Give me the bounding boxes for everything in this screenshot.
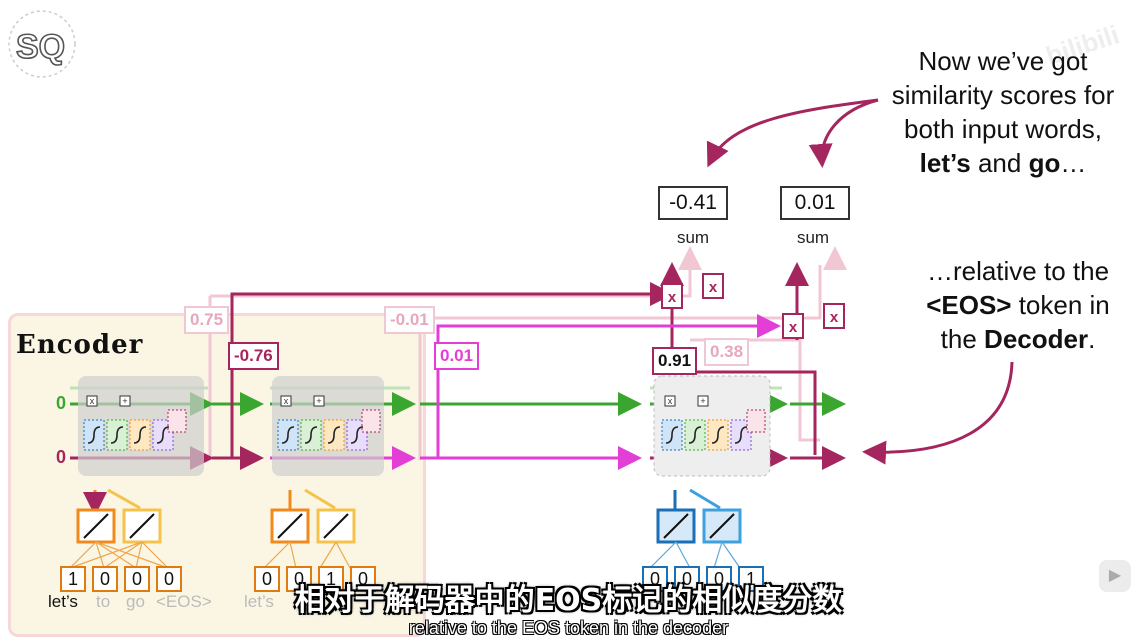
embedding-decoder — [649, 488, 742, 569]
token-label: to — [96, 592, 111, 611]
annotation-text: token in — [1011, 290, 1110, 320]
encoder-title: Encoder — [16, 330, 144, 360]
onehot-cell: 0 — [254, 566, 280, 592]
score-box: 0.91 — [652, 347, 698, 375]
annotation-line: similarity scores for — [891, 80, 1115, 110]
multiply-symbol: x — [709, 279, 718, 296]
onehot-cell: 1 — [738, 566, 764, 592]
onehot-cell: 0 — [642, 566, 668, 592]
onehot-cell: 0 — [350, 566, 376, 592]
sum-box-lets: -0.41 — [658, 186, 728, 220]
gate-multiply: x — [284, 396, 289, 406]
onehot-cell: 0 — [706, 566, 732, 592]
annotation-line: let’s and go… — [873, 146, 1133, 180]
cell-state-initial: 0 — [56, 393, 67, 413]
embedding-enc2 — [263, 488, 356, 569]
gate-symbols: x + x + x + — [90, 396, 706, 406]
lstm-unit-decoder — [653, 375, 771, 477]
gate-plus: + — [122, 396, 127, 406]
hidden-state-initial: 0 — [56, 447, 67, 467]
score-box: -0.76 — [228, 342, 279, 370]
lstm-unit-1 — [78, 376, 204, 476]
annotation-top: Now we’ve got similarity scores for both… — [873, 44, 1133, 180]
logo-icon: SQ — [8, 10, 76, 78]
onehot-cell: 0 — [92, 566, 118, 592]
annotation-line: <EOS> token in — [903, 288, 1133, 322]
activation-glyphs — [87, 426, 748, 444]
annotation-bold: go — [1028, 148, 1061, 178]
annotation-bold: let’s — [919, 148, 971, 178]
token-label: <EOS> — [156, 592, 212, 611]
subtitle-chinese: 相对于解码器中的EOS标记的相似度分数 — [294, 583, 843, 618]
gate-multiply: x — [668, 396, 673, 406]
score-box: 0.75 — [184, 306, 230, 334]
token-label: let’s — [48, 592, 78, 611]
embedding-enc1 — [69, 488, 169, 569]
magenta-path — [436, 314, 781, 458]
onehot-cell: 0 — [674, 566, 700, 592]
gate-plus: + — [316, 396, 321, 406]
annotation-line: the Decoder. — [903, 322, 1133, 356]
lstm-unit-2 — [272, 376, 384, 476]
token-label: let’s — [244, 592, 274, 611]
score-box: 0.38 — [704, 338, 750, 366]
annotation-line: …relative to the — [926, 256, 1110, 286]
onehot-cell: 0 — [286, 566, 312, 592]
score-box: 0.01 — [434, 342, 480, 370]
gate-multiply: x — [90, 396, 95, 406]
annotation-text: … — [1060, 148, 1087, 178]
logo-text: SQ — [16, 28, 65, 66]
multiply-symbol: x — [830, 309, 839, 326]
annotation-bottom: …relative to the <EOS> token in the Deco… — [903, 254, 1133, 356]
play-button[interactable]: ▶ — [1099, 560, 1131, 592]
token-label: go — [126, 592, 145, 611]
onehot-cell: 1 — [60, 566, 86, 592]
annotation-arrows — [706, 98, 1014, 465]
sum-label-lets: sum — [676, 228, 710, 247]
onehot-cell: 0 — [124, 566, 150, 592]
annotation-bold: Decoder — [984, 324, 1089, 354]
annotation-bold: <EOS> — [926, 290, 1012, 320]
play-icon: ▶ — [1108, 567, 1122, 584]
subtitle-english: relative to the EOS token in the decoder — [408, 618, 729, 638]
annotation-line: Now we’ve got — [918, 46, 1088, 76]
annotation-text: . — [1088, 324, 1096, 354]
sum-box-go: 0.01 — [780, 186, 850, 220]
score-box: -0.01 — [384, 306, 435, 334]
annotation-text: and — [970, 148, 1029, 178]
annotation-line: both input words, — [903, 114, 1102, 144]
multiply-nodes: x x x x — [661, 273, 845, 339]
annotation-text: the — [940, 324, 985, 354]
multiply-symbol: x — [789, 319, 798, 336]
sum-label-go: sum — [796, 228, 830, 247]
multiply-symbol: x — [668, 289, 677, 306]
logo: SQ — [4, 4, 84, 84]
onehot-cell: 0 — [156, 566, 182, 592]
gate-plus: + — [700, 396, 705, 406]
onehot-cell: 1 — [318, 566, 344, 592]
